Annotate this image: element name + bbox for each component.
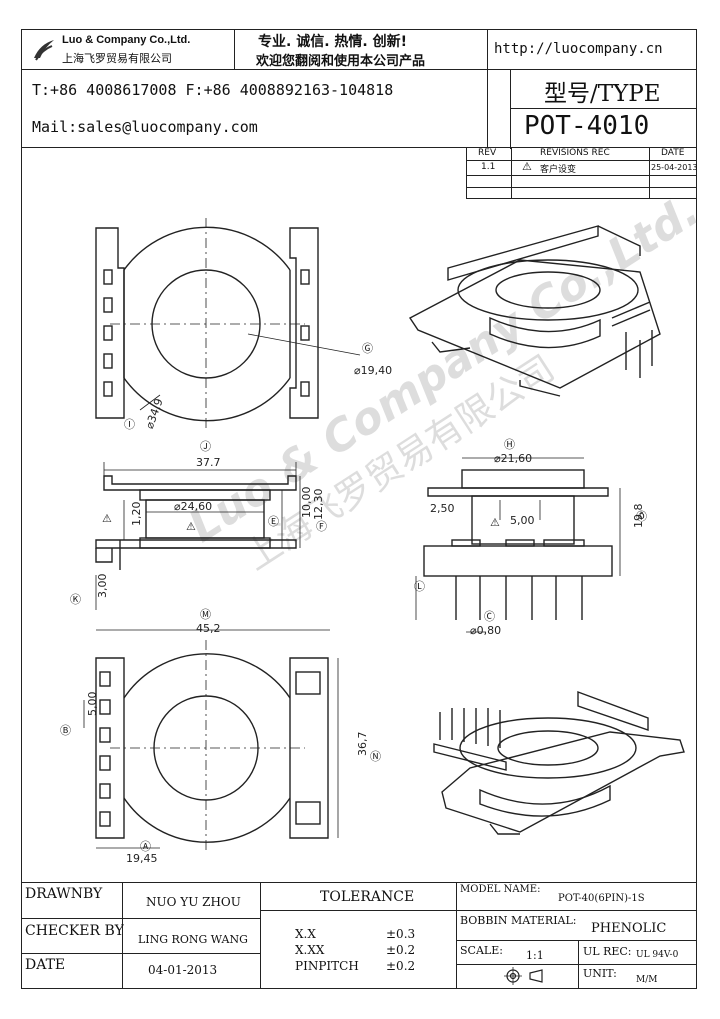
side-h1-warning-icon: ⚠: [102, 512, 112, 525]
unit-label: UNIT:: [583, 967, 617, 980]
website-link[interactable]: http://luocompany.cn: [494, 41, 663, 57]
isometric-view-top: [408, 225, 661, 397]
top-dia-inner-label: Ⓖ: [362, 342, 373, 355]
isometric-view-bottom: [433, 690, 685, 835]
side-h2: 10,00: [300, 487, 313, 519]
date-label: DATE: [25, 957, 66, 973]
bottom-pitch-label: Ⓑ: [60, 724, 71, 737]
bobbin-label: BOBBIN MATERIAL:: [460, 914, 577, 927]
tolerance-label: TOLERANCE: [320, 889, 415, 905]
bottom-view-drawing: [83, 629, 339, 850]
front-pin-len-label: Ⓛ: [414, 580, 425, 593]
slogan-line2: 欢迎您翻阅和使用本公司产品: [256, 54, 426, 69]
tol-xxx-key: X.XX: [295, 943, 325, 957]
side-h3-label: Ⓕ: [316, 520, 327, 533]
side-dia: ⌀24,60: [174, 500, 212, 513]
side-pin: 3,00: [96, 574, 109, 599]
tol-xxx-value: ±0.2: [386, 943, 416, 957]
revisions-col-date: DATE: [661, 148, 685, 158]
bottom-depth-label: Ⓝ: [370, 750, 381, 763]
side-pin-label: Ⓚ: [70, 593, 81, 606]
top-dia-inner: ⌀19,40: [354, 364, 392, 377]
front-height: 19,8: [632, 504, 645, 529]
side-h3: 12,30: [312, 489, 325, 521]
drawing-frame: [21, 29, 697, 989]
bottom-width: 45,2: [196, 622, 221, 635]
scale-value: 1:1: [526, 949, 544, 962]
revisions-col-rev: REV: [478, 148, 497, 158]
checker-value: LING RONG WANG: [138, 933, 248, 946]
company-name-en: Luo & Company Co.,Ltd.: [62, 34, 191, 46]
side-h1: 1,20: [130, 502, 143, 527]
drawnby-label: DRAWNBY: [25, 886, 103, 902]
tol-xx-key: X.X: [295, 927, 316, 941]
top-dia-outer: ⌀34,9: [143, 397, 166, 431]
model-label: MODEL NAME:: [460, 884, 541, 895]
projection-symbol-icon: [504, 967, 543, 985]
side-warning-icon: ⚠: [186, 520, 196, 533]
tol-xx-value: ±0.3: [386, 927, 416, 941]
company-name-cn: 上海飞罗贸易有限公司: [62, 52, 172, 65]
checker-label: CHECKER BY: [25, 923, 124, 939]
date-value: 04-01-2013: [148, 963, 218, 977]
bottom-width-label: Ⓜ: [200, 608, 211, 621]
revision-rec: 客户设变: [540, 165, 577, 175]
revision-date: 25-04-2013: [651, 163, 698, 172]
revisions-col-rec: REVISIONS REC: [540, 148, 610, 158]
front-pin-dia-label: Ⓒ: [484, 610, 495, 623]
front-height-label: Ⓓ: [636, 510, 647, 523]
tol-pinpitch-key: PINPITCH: [295, 959, 359, 973]
unit-value: M/M: [636, 975, 658, 985]
tol-pinpitch-value: ±0.2: [386, 959, 416, 973]
ulrec-label: UL REC:: [583, 945, 632, 958]
top-view-drawing: [95, 218, 361, 428]
side-h2-label: Ⓔ: [268, 515, 279, 528]
model-value: POT-40(6PIN)-1S: [558, 893, 645, 904]
bottom-foot-label: Ⓐ: [140, 840, 151, 853]
ulrec-value: UL 94V-0: [636, 950, 679, 960]
front-d1: 2,50: [430, 502, 455, 515]
email-address[interactable]: Mail:sales@luocompany.com: [32, 118, 258, 136]
bottom-depth: 36,7: [356, 732, 369, 757]
top-dia-outer-label: Ⓘ: [124, 418, 135, 431]
front-pin-dia: ⌀0,80: [470, 624, 501, 637]
company-logo-icon: [34, 40, 54, 61]
front-dia: ⌀21,60: [494, 452, 532, 465]
type-label: 型号/TYPE: [544, 81, 661, 107]
phone-fax: T:+86 4008617008 F:+86 4008892163-104818: [32, 81, 394, 99]
type-value: POT-4010: [524, 111, 650, 141]
revision-rev: 1.1: [481, 162, 496, 172]
side-view-drawing: [95, 462, 301, 610]
front-d2: 5,00: [510, 514, 535, 527]
technical-drawing: Ⓖ ⌀19,40 Ⓘ ⌀34,9 Ⓙ 37.7 ⌀24,60 ⚠ ⚠ 1,20 …: [60, 218, 685, 865]
bottom-pitch: 5,00: [86, 692, 99, 717]
scale-label: SCALE:: [460, 944, 503, 957]
bottom-foot: 19,45: [126, 852, 158, 865]
bobbin-value: PHENOLIC: [591, 921, 667, 936]
side-width-label: Ⓙ: [200, 440, 211, 453]
side-width: 37.7: [196, 456, 221, 469]
front-warning-icon: ⚠: [490, 516, 500, 529]
front-view-drawing: [415, 457, 621, 633]
drawnby-value: NUO YU ZHOU: [146, 895, 241, 909]
slogan-line1: 专业. 诚信. 热情. 创新!: [258, 34, 407, 50]
warning-triangle-icon: ⚠: [522, 160, 532, 173]
front-dia-label: Ⓗ: [504, 438, 515, 451]
